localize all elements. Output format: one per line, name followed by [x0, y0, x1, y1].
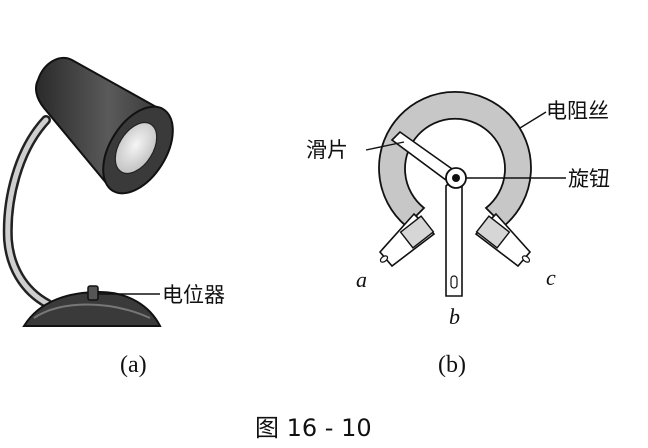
resistance-wire-ring — [378, 91, 532, 228]
label-resistance-wire: 电阻丝 — [546, 99, 609, 123]
potentiometer-knob — [87, 285, 99, 301]
sublabel-b: (b) — [438, 352, 466, 378]
sublabel-a: (a) — [120, 352, 147, 378]
label-terminal-b: b — [449, 304, 460, 329]
desk-lamp — [2, 57, 174, 327]
lamp-bulb — [114, 122, 158, 174]
label-terminal-c: c — [546, 265, 556, 290]
terminal-c-lead — [474, 212, 532, 268]
label-slider: 滑片 — [306, 138, 348, 162]
resistance-wire-leader — [519, 111, 547, 129]
terminal-a-lead — [378, 212, 436, 268]
label-potentiometer: 电位器 — [162, 283, 225, 307]
knob-pivot-center — [452, 174, 460, 182]
terminal-b-hole — [450, 275, 458, 289]
label-knob: 旋钮 — [568, 167, 610, 191]
lamp-base — [22, 290, 162, 327]
lamp-base-highlight — [33, 303, 151, 319]
label-terminal-a: a — [356, 267, 367, 292]
figure-caption: 图 16 - 10 — [255, 414, 372, 442]
potentiometer-diagram — [365, 91, 566, 297]
lamp-arm-highlight — [5, 117, 51, 307]
slider-leader — [365, 141, 405, 151]
